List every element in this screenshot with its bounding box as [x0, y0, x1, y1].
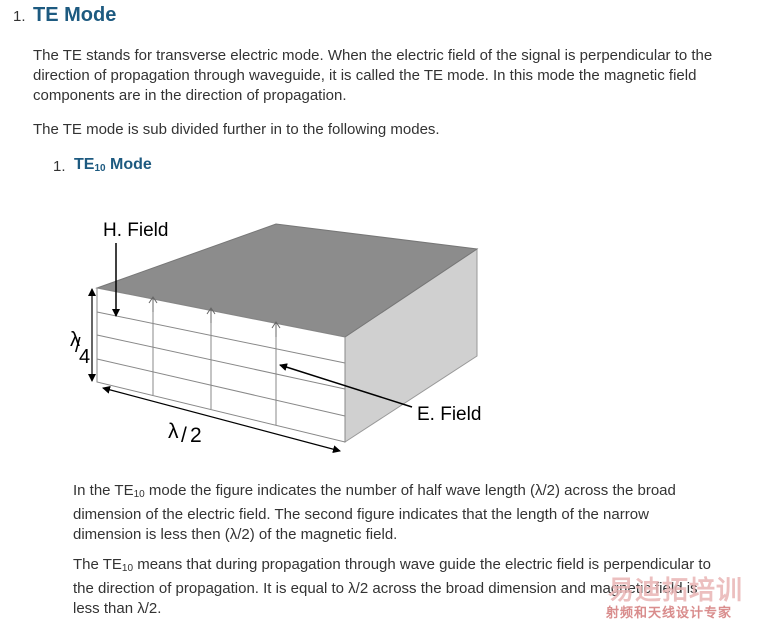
- e-field-arrow: [279, 363, 413, 408]
- intro-line-3: components are in the direction of propa…: [33, 87, 347, 104]
- section-title: TE Mode: [33, 4, 117, 26]
- intro-paragraph: The TE stands for transverse electric mo…: [33, 46, 712, 106]
- subdivide-paragraph: The TE mode is sub divided further in to…: [33, 121, 440, 138]
- subsection-number: 1.: [53, 158, 66, 175]
- te10-meaning-line-2: the direction of propagation. It is equa…: [73, 580, 698, 597]
- four-label: 4: [79, 346, 90, 368]
- lambda-label-2: λ: [168, 420, 179, 443]
- intro-line-2: direction of propagation through wavegui…: [33, 67, 697, 84]
- te10-meaning-line-3: less than λ/2.: [73, 600, 162, 617]
- intro-line-1: The TE stands for transverse electric mo…: [33, 47, 713, 64]
- watermark-title: 易迪拓培训: [608, 575, 744, 605]
- e-field-arrows: [148, 296, 281, 337]
- lambda-label-1: λ: [70, 329, 80, 351]
- te10-explanation-line-2: dimension of the electric field. The sec…: [73, 506, 649, 523]
- slash-label-2: /: [181, 424, 187, 447]
- watermark-subtitle: 射频和天线设计专家: [606, 605, 733, 620]
- watermark-logo: 易迪拓培训 射频和天线设计专家: [606, 570, 756, 620]
- subsection-title: TE10 Mode: [74, 156, 152, 174]
- slash-label-1: /: [75, 335, 81, 357]
- te10-meaning-paragraph: The TE10 means that during propagation t…: [73, 556, 711, 617]
- h-field-label: H. Field: [103, 220, 168, 241]
- e-field-label: E. Field: [417, 404, 481, 425]
- two-label: 2: [190, 424, 202, 447]
- te10-explanation-paragraph: In the TE10 mode the figure indicates th…: [73, 482, 676, 543]
- te10-explanation-line-3: dimension is less then (λ/2) of the magn…: [73, 526, 398, 543]
- section-number: 1.: [13, 8, 26, 25]
- half-wave-dimension: [102, 385, 341, 454]
